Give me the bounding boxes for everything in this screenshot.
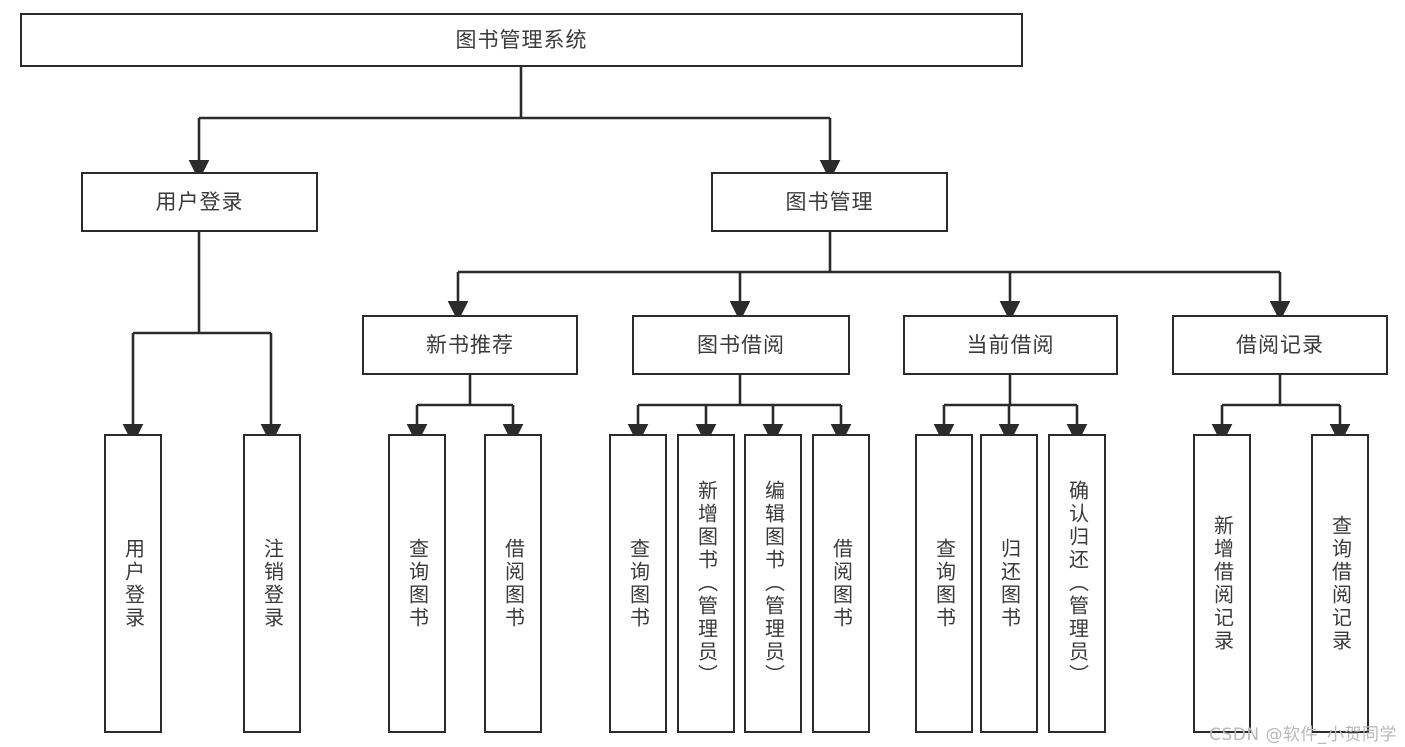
node-leaf-edit-book[interactable]: 编辑图书（管理员） bbox=[744, 434, 802, 733]
node-leaf-confirm-return-label: 确认归还（管理员） bbox=[1065, 480, 1090, 687]
node-leaf-return-book-label: 归还图书 bbox=[997, 537, 1022, 630]
node-leaf-borrow-book-1-label: 借阅图书 bbox=[501, 537, 526, 630]
node-borrow-record-label: 借阅记录 bbox=[1236, 332, 1324, 357]
node-new-book-recommend-label: 新书推荐 bbox=[426, 332, 514, 357]
node-borrow-record[interactable]: 借阅记录 bbox=[1172, 315, 1388, 375]
node-leaf-user-login[interactable]: 用户登录 bbox=[104, 434, 162, 733]
node-book-management[interactable]: 图书管理 bbox=[711, 172, 948, 232]
node-leaf-logout-login-label: 注销登录 bbox=[260, 537, 285, 630]
node-leaf-query-book-2[interactable]: 查询图书 bbox=[609, 434, 667, 733]
watermark-text: CSDN @软件_小贺同学 bbox=[1209, 725, 1397, 745]
node-user-login-label: 用户登录 bbox=[155, 189, 244, 214]
node-book-borrow-label: 图书借阅 bbox=[697, 332, 785, 357]
node-leaf-query-book-1-label: 查询图书 bbox=[405, 537, 430, 630]
node-root[interactable]: 图书管理系统 bbox=[20, 13, 1023, 67]
node-leaf-add-borrow-record[interactable]: 新增借阅记录 bbox=[1193, 434, 1251, 733]
node-user-login[interactable]: 用户登录 bbox=[81, 172, 318, 232]
node-root-label: 图书管理系统 bbox=[455, 27, 588, 52]
node-leaf-add-book-label: 新增图书（管理员） bbox=[694, 480, 719, 687]
node-leaf-return-book[interactable]: 归还图书 bbox=[980, 434, 1038, 733]
node-leaf-borrow-book-1[interactable]: 借阅图书 bbox=[484, 434, 542, 733]
node-leaf-add-borrow-record-label: 新增借阅记录 bbox=[1210, 514, 1235, 653]
node-leaf-query-borrow-record[interactable]: 查询借阅记录 bbox=[1311, 434, 1369, 733]
node-leaf-query-book-1[interactable]: 查询图书 bbox=[388, 434, 446, 733]
node-leaf-logout-login[interactable]: 注销登录 bbox=[243, 434, 301, 733]
node-leaf-add-book[interactable]: 新增图书（管理员） bbox=[677, 434, 735, 733]
node-leaf-user-login-label: 用户登录 bbox=[121, 537, 146, 630]
node-current-borrow-label: 当前借阅 bbox=[966, 332, 1055, 357]
node-current-borrow[interactable]: 当前借阅 bbox=[903, 315, 1118, 375]
node-leaf-confirm-return[interactable]: 确认归还（管理员） bbox=[1048, 434, 1106, 733]
node-leaf-query-borrow-record-label: 查询借阅记录 bbox=[1328, 514, 1353, 653]
node-leaf-borrow-book-2-label: 借阅图书 bbox=[829, 537, 854, 630]
node-new-book-recommend[interactable]: 新书推荐 bbox=[362, 315, 578, 375]
node-leaf-edit-book-label: 编辑图书（管理员） bbox=[761, 480, 786, 687]
node-leaf-borrow-book-2[interactable]: 借阅图书 bbox=[812, 434, 870, 733]
node-book-borrow[interactable]: 图书借阅 bbox=[632, 315, 850, 375]
node-leaf-query-book-3[interactable]: 查询图书 bbox=[915, 434, 973, 733]
node-leaf-query-book-2-label: 查询图书 bbox=[626, 537, 651, 630]
node-leaf-query-book-3-label: 查询图书 bbox=[932, 537, 957, 630]
node-book-management-label: 图书管理 bbox=[785, 189, 874, 214]
